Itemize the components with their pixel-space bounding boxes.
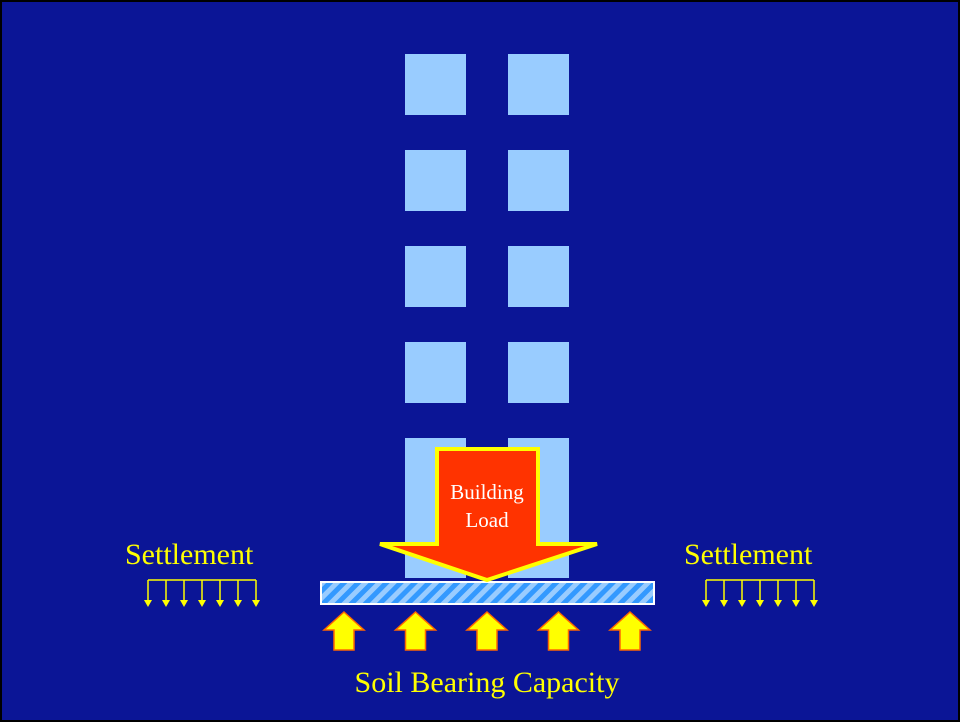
settlement-arrow-head: [216, 600, 224, 607]
soil-bearing-label: Soil Bearing Capacity: [355, 666, 620, 699]
soil-bearing-arrow: [393, 610, 438, 651]
footing: [320, 581, 655, 605]
building-window: [405, 246, 466, 307]
settlement-label-left: Settlement: [125, 538, 254, 571]
soil-bearing-arrow: [608, 610, 652, 651]
settlement-arrow-head: [702, 600, 710, 607]
building-load-label-line2: Load: [465, 508, 509, 532]
settlement-arrow-head: [738, 600, 746, 607]
settlement-arrows-right: [702, 579, 818, 607]
building-window: [508, 246, 569, 307]
building-window: [405, 54, 466, 115]
building-window: [405, 150, 466, 211]
settlement-label-right: Settlement: [684, 538, 813, 571]
settlement-arrow-head: [162, 600, 170, 607]
soil-bearing-arrow: [536, 610, 581, 651]
settlement-arrow-head: [792, 600, 800, 607]
settlement-arrow-head: [756, 600, 764, 607]
building-window: [508, 150, 569, 211]
settlement-arrows-left: [144, 579, 260, 607]
soil-bearing-arrow: [465, 610, 509, 651]
settlement-arrow-head: [810, 600, 818, 607]
soil-bearing-arrows: [322, 610, 652, 651]
settlement-arrow-head: [720, 600, 728, 607]
settlement-arrow-head: [252, 600, 260, 607]
settlement-arrow-head: [234, 600, 242, 607]
building-window: [405, 342, 466, 403]
soil-bearing-arrow: [322, 610, 366, 651]
building-load-label-line1: Building: [450, 480, 524, 504]
settlement-arrow-head: [198, 600, 206, 607]
settlement-arrow-head: [144, 600, 152, 607]
building-load-arrow: [379, 447, 598, 583]
building-window: [508, 54, 569, 115]
settlement-arrow-head: [774, 600, 782, 607]
settlement-arrow-head: [180, 600, 188, 607]
building-window: [508, 342, 569, 403]
